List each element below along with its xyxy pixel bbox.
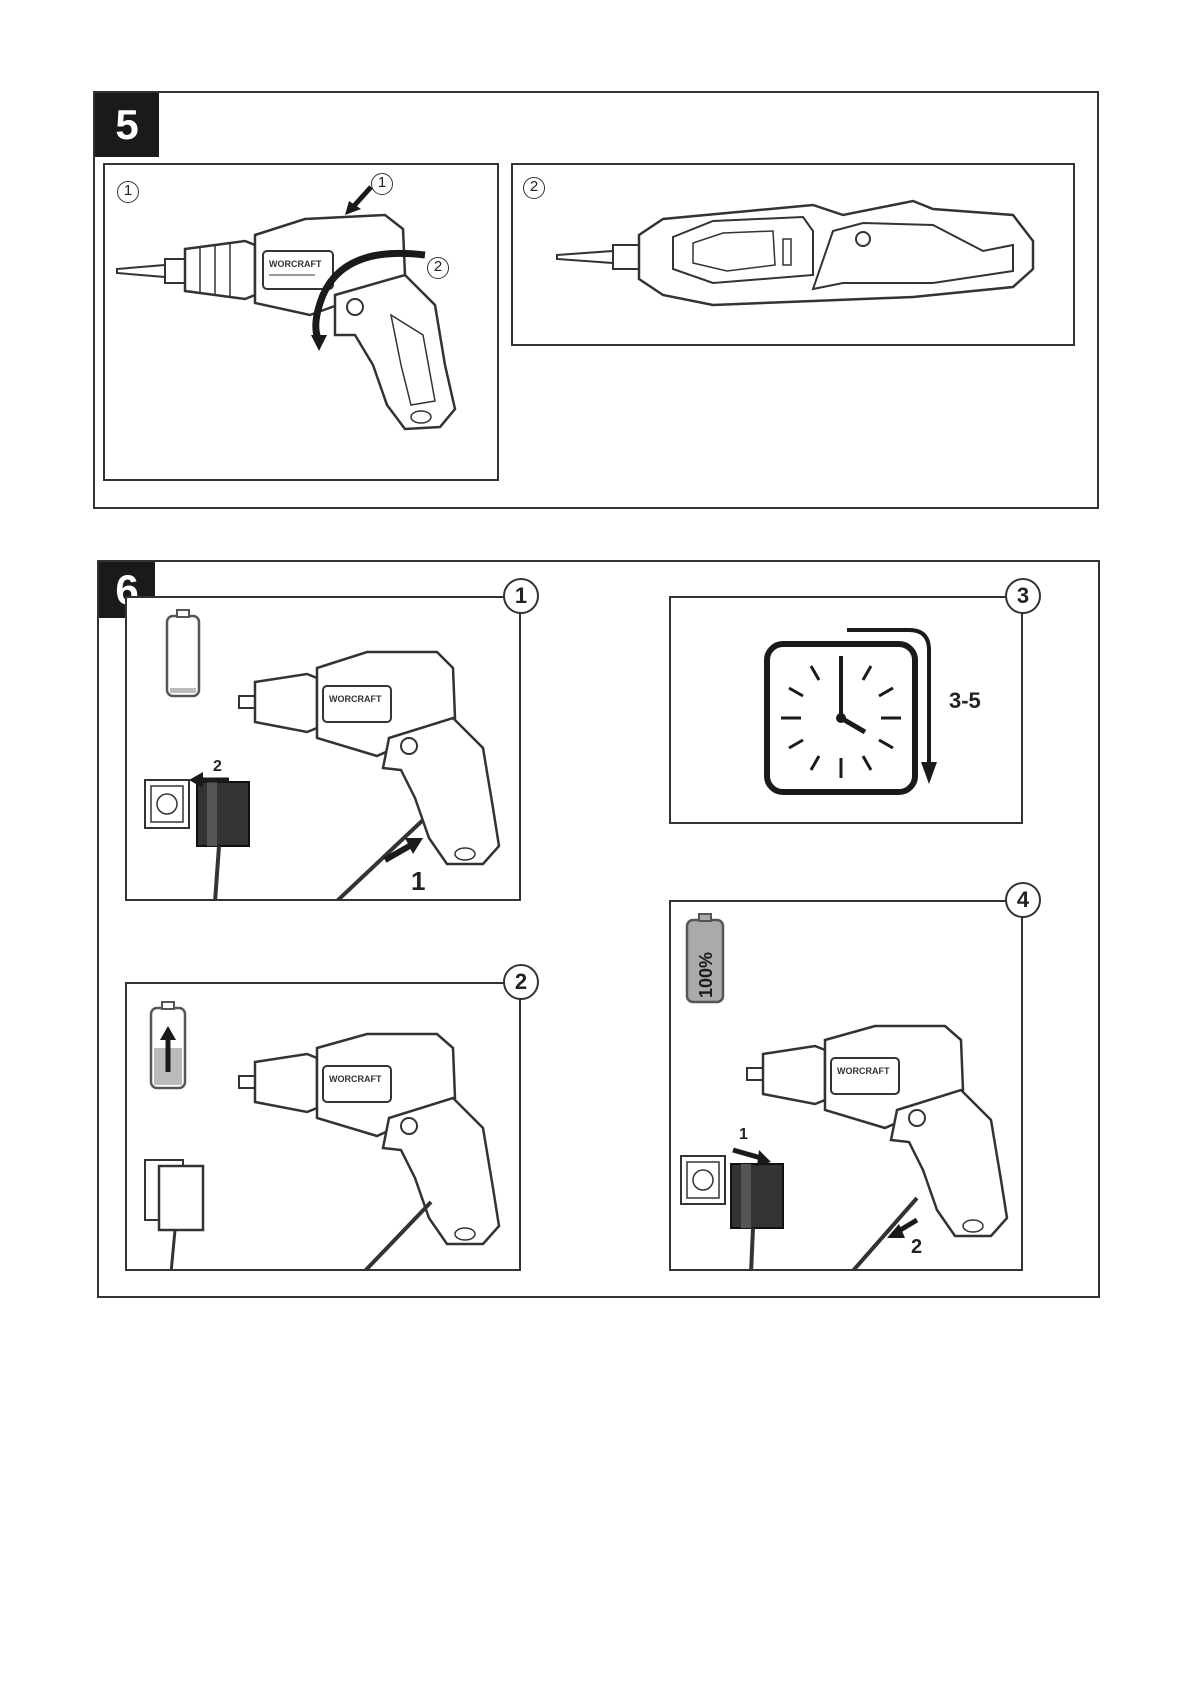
figure6-panel-4: 100% WORCRAFT 1 2 [669, 900, 1023, 1271]
figure-number: 5 [95, 93, 159, 157]
duration-label: 3-5 [949, 688, 981, 714]
brand-logo: WORCRAFT [329, 694, 382, 704]
brand-logo: WORCRAFT [329, 1074, 382, 1084]
brand-logo: WORCRAFT [269, 259, 322, 269]
panel-2-marker: 2 [503, 964, 539, 1000]
brand-logo: WORCRAFT [837, 1066, 890, 1076]
arrow-label-1: 1 [739, 1126, 748, 1144]
figure-5: 5 1 WORCRAFT [93, 91, 1099, 509]
arrow-label-2: 2 [213, 758, 222, 776]
figure5-panel-2: 2 [511, 163, 1075, 346]
callout-2: 2 [427, 257, 449, 279]
panel-3-marker: 3 [1005, 578, 1041, 614]
figure6-panel-3: 3-5 [669, 596, 1023, 824]
charging-progress-illustration: WORCRAFT [127, 984, 521, 1271]
arrow-label-2: 2 [911, 1236, 922, 1259]
panel-4-marker: 4 [1005, 882, 1041, 918]
arrow-label-1: 1 [411, 866, 425, 897]
figure6-panel-2: WORCRAFT [125, 982, 521, 1271]
figure5-panel-1: 1 WORCRAFT 1 2 [103, 163, 499, 481]
battery-percent: 100% [696, 952, 716, 998]
charging-complete-illustration: 100% WORCRAFT [671, 902, 1023, 1271]
charging-connect-illustration: WORCRAFT [127, 598, 521, 901]
screwdriver-side-illustration: WORCRAFT [105, 165, 499, 481]
figure-6: 6 WORCRAFT [97, 560, 1100, 1298]
screwdriver-straight-illustration [513, 165, 1075, 346]
panel-1-marker: 1 [503, 578, 539, 614]
callout-1: 1 [371, 173, 393, 195]
figure6-panel-1: WORCRAFT 2 1 [125, 596, 521, 901]
